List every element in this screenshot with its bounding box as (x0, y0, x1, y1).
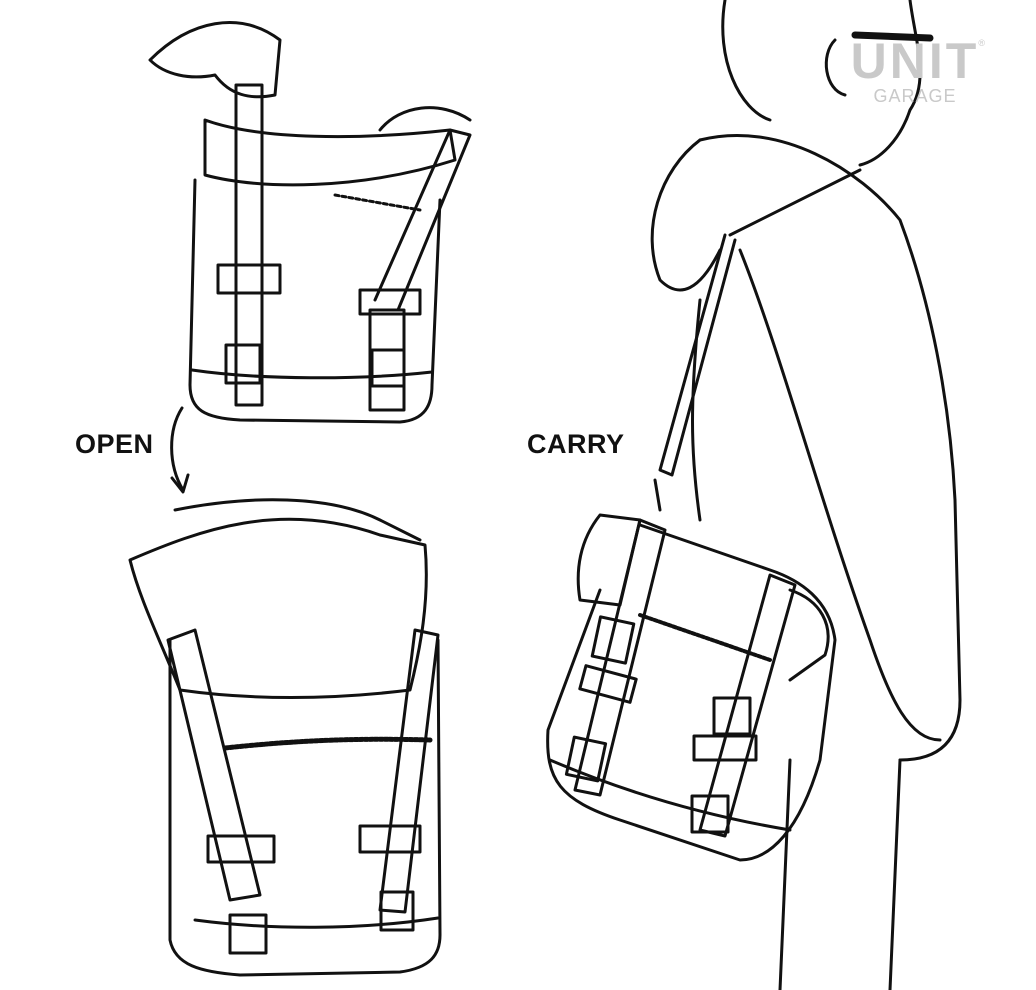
registered-mark: ® (978, 38, 985, 48)
carry-label: CARRY (527, 429, 625, 459)
person-carrying-bag-drawing (650, 0, 962, 990)
carried-bag-drawing (546, 513, 837, 862)
open-label: OPEN (75, 429, 154, 459)
closed-bag-drawing (148, 21, 472, 424)
unit-garage-logo: UNIT GARAGE ® (845, 36, 985, 106)
open-arrow (170, 406, 185, 492)
open-bag-drawing (128, 498, 442, 977)
logo-brand: UNIT (850, 33, 980, 89)
logo-sub: GARAGE (873, 86, 957, 106)
arrow-head (170, 473, 190, 494)
